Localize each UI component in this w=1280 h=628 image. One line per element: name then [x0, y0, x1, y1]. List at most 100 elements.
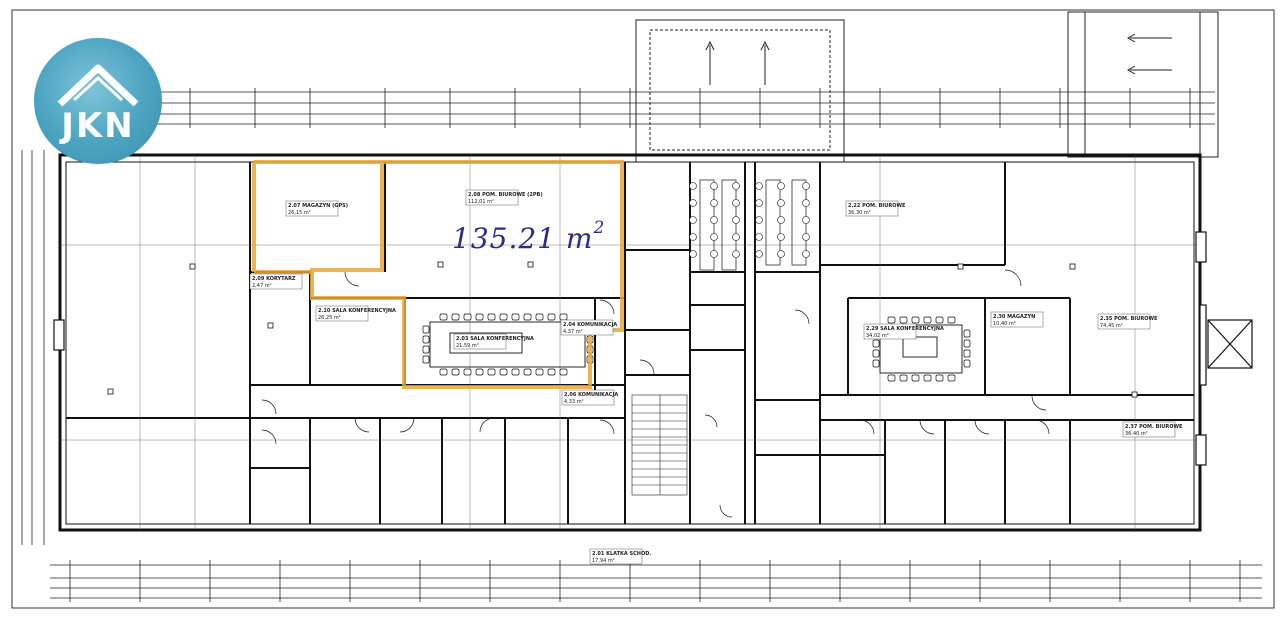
chair: [523, 313, 532, 321]
chair: [487, 313, 496, 321]
chair: [963, 339, 971, 348]
handwritten-area-annotation: 135.21 m2: [452, 218, 605, 255]
chair: [511, 368, 520, 376]
chair: [899, 316, 908, 324]
chair: [777, 250, 785, 258]
chair: [777, 216, 785, 224]
chair: [755, 250, 763, 258]
area-superscript: 2: [593, 218, 606, 238]
room-label: 2.30 MAGAZYN: [993, 314, 1035, 320]
room-area: 112,01 m²: [468, 199, 494, 205]
chair: [963, 349, 971, 358]
room-area: 74,45 m²: [1100, 323, 1123, 329]
room-area: 17,94 m²: [592, 558, 615, 564]
house-roof-icon: [57, 64, 139, 107]
top-dimension-lines: [50, 91, 1215, 125]
room-label: 2.08 POM. BIUROWE (2PB): [468, 192, 543, 198]
chair: [689, 250, 697, 258]
column-markers: [107, 261, 1138, 398]
chair: [911, 316, 920, 324]
chair: [755, 216, 763, 224]
elevator-shaft: [1199, 304, 1253, 386]
staircase: [631, 394, 688, 496]
chair: [923, 316, 932, 324]
chair: [422, 335, 430, 344]
room-area: 10,40 m²: [993, 321, 1016, 327]
room-label-box: [589, 548, 643, 565]
chair: [523, 368, 532, 376]
room-label: 2.29 SALA KONFERENCYJNA: [866, 326, 944, 332]
chair: [511, 313, 520, 321]
room-label-box: [845, 200, 899, 217]
bottom-dimension-lines: [50, 564, 1262, 599]
chair: [802, 199, 810, 207]
chair: [463, 368, 472, 376]
chair: [887, 316, 896, 324]
room-area: 2,47 m²: [252, 283, 272, 289]
chair: [547, 368, 556, 376]
chair: [710, 216, 718, 224]
chair: [777, 199, 785, 207]
door-swings: [261, 269, 1050, 518]
room-label-box: [249, 273, 303, 290]
chair: [872, 349, 880, 358]
chair: [923, 374, 932, 382]
chair: [755, 182, 763, 190]
room-label: 2.22 POM. BIUROWE: [848, 203, 906, 209]
chair: [689, 182, 697, 190]
chair: [710, 233, 718, 241]
chair: [755, 233, 763, 241]
windows: [53, 231, 1207, 466]
chair: [535, 313, 544, 321]
room-label: 2.01 KLATKA SCHOD.: [592, 551, 651, 557]
chair: [475, 368, 484, 376]
chair: [559, 313, 568, 321]
chair: [475, 313, 484, 321]
room-area: 36,30 m²: [848, 210, 871, 216]
chair: [559, 368, 568, 376]
chair: [732, 199, 740, 207]
chair: [963, 329, 971, 338]
chair: [499, 368, 508, 376]
room-area: 36,40 m²: [1125, 431, 1148, 437]
chair: [755, 199, 763, 207]
structural-grid: [60, 155, 1200, 530]
chair: [802, 233, 810, 241]
chair: [499, 313, 508, 321]
chair: [422, 345, 430, 354]
chair: [487, 368, 496, 376]
room-label: 2.37 POM. BIUROWE: [1125, 424, 1183, 430]
room-area: 34,02 m²: [866, 333, 889, 339]
chair: [732, 233, 740, 241]
chair: [802, 250, 810, 258]
chair: [777, 182, 785, 190]
room-labels: 2.07 MAGAZYN (GPS)26,15 m²2.08 POM. BIUR…: [249, 189, 1183, 565]
social-room-chairs: [689, 182, 810, 258]
dimension-ticks: [69, 88, 1241, 602]
room-label-box: [315, 305, 369, 322]
chair: [451, 368, 460, 376]
room-area: 4,33 m²: [564, 399, 584, 405]
chair: [802, 182, 810, 190]
left-dimension-lines: [21, 150, 45, 545]
room-area: 26,25 m²: [318, 315, 341, 321]
conference-table-right: [879, 324, 963, 374]
chair: [422, 325, 430, 334]
room-label: 2.04 KOMUNIKACJA: [563, 322, 617, 328]
outer-walls: [58, 153, 1202, 532]
chair: [872, 359, 880, 368]
chair: [947, 316, 956, 324]
room-label: 2.35 POM. BIUROWE: [1100, 316, 1158, 322]
chair: [689, 216, 697, 224]
chair: [732, 182, 740, 190]
chair: [963, 359, 971, 368]
room-area: 4,37 m²: [563, 329, 583, 335]
chair: [689, 233, 697, 241]
area-number: 135.21 m: [452, 222, 594, 255]
interior-walls: [66, 162, 1194, 524]
chair: [439, 313, 448, 321]
highlighted-rental-area: [252, 160, 624, 389]
room-label: 2.09 KORYTARZ: [252, 276, 296, 282]
chair: [911, 374, 920, 382]
